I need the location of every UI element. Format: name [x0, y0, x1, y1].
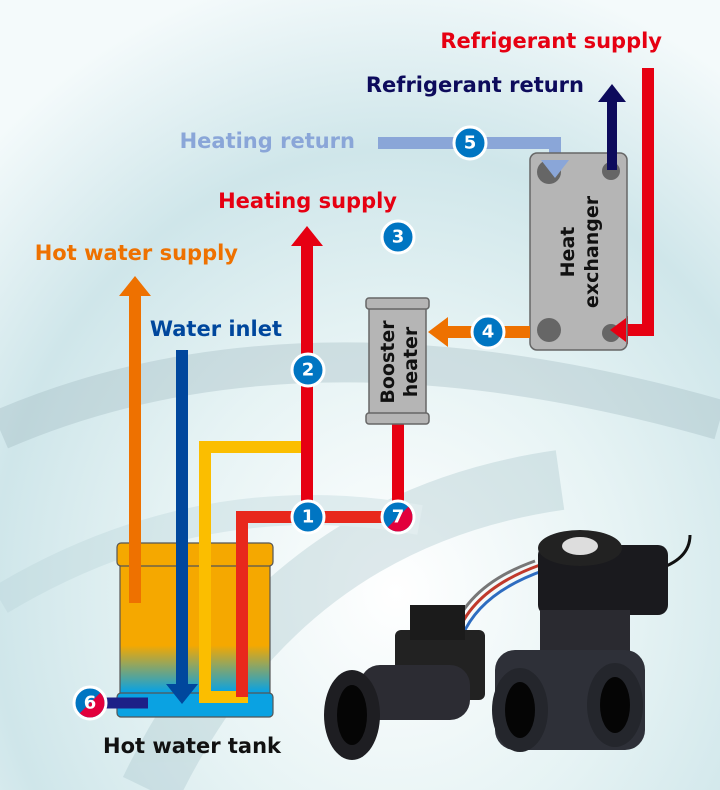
svg-text:3: 3 — [392, 227, 405, 248]
label-heating-supply: Heating supply — [218, 189, 397, 213]
arrow-head — [119, 276, 151, 296]
svg-text:2: 2 — [302, 360, 315, 381]
svg-text:4: 4 — [482, 322, 495, 343]
marker-3: 3 — [380, 219, 416, 255]
svg-text:5: 5 — [464, 133, 477, 154]
label-heating-return: Heating return — [180, 129, 355, 153]
booster-heater: Booster heater — [365, 297, 430, 425]
booster-heater-label-1: Booster — [377, 320, 399, 404]
marker-1: 1 — [290, 499, 326, 535]
label-refrigerant-supply: Refrigerant supply — [440, 29, 662, 53]
marker-6: 6 — [72, 685, 108, 721]
svg-text:6: 6 — [84, 693, 97, 714]
svg-text:7: 7 — [392, 507, 405, 528]
arrow-head — [541, 160, 569, 178]
label-hot-water-supply: Hot water supply — [35, 241, 239, 265]
svg-text:1: 1 — [302, 507, 315, 528]
arrow-head — [166, 684, 198, 704]
diverter-valve-image — [324, 530, 692, 760]
marker-4: 4 — [470, 314, 506, 350]
arrow-head — [291, 226, 323, 246]
heat-exchanger-label-2: exchanger — [581, 195, 603, 308]
marker-2: 2 — [290, 352, 326, 388]
arrow-head — [598, 84, 626, 102]
marker-7: 7 — [380, 499, 416, 535]
label-refrigerant-return: Refrigerant return — [366, 73, 584, 97]
booster-heater-label-2: heater — [400, 326, 422, 397]
heat-exchanger-label-1: Heat — [557, 227, 579, 278]
arrow-head — [428, 317, 448, 347]
label-hot-water-tank: Hot water tank — [103, 734, 282, 758]
pipe-refrigerant-supply — [625, 68, 654, 336]
pipe-tank-coil-return — [199, 441, 302, 703]
heat-exchanger: Heat exchanger — [529, 152, 628, 351]
label-water-inlet: Water inlet — [150, 317, 282, 341]
marker-5: 5 — [452, 125, 488, 161]
